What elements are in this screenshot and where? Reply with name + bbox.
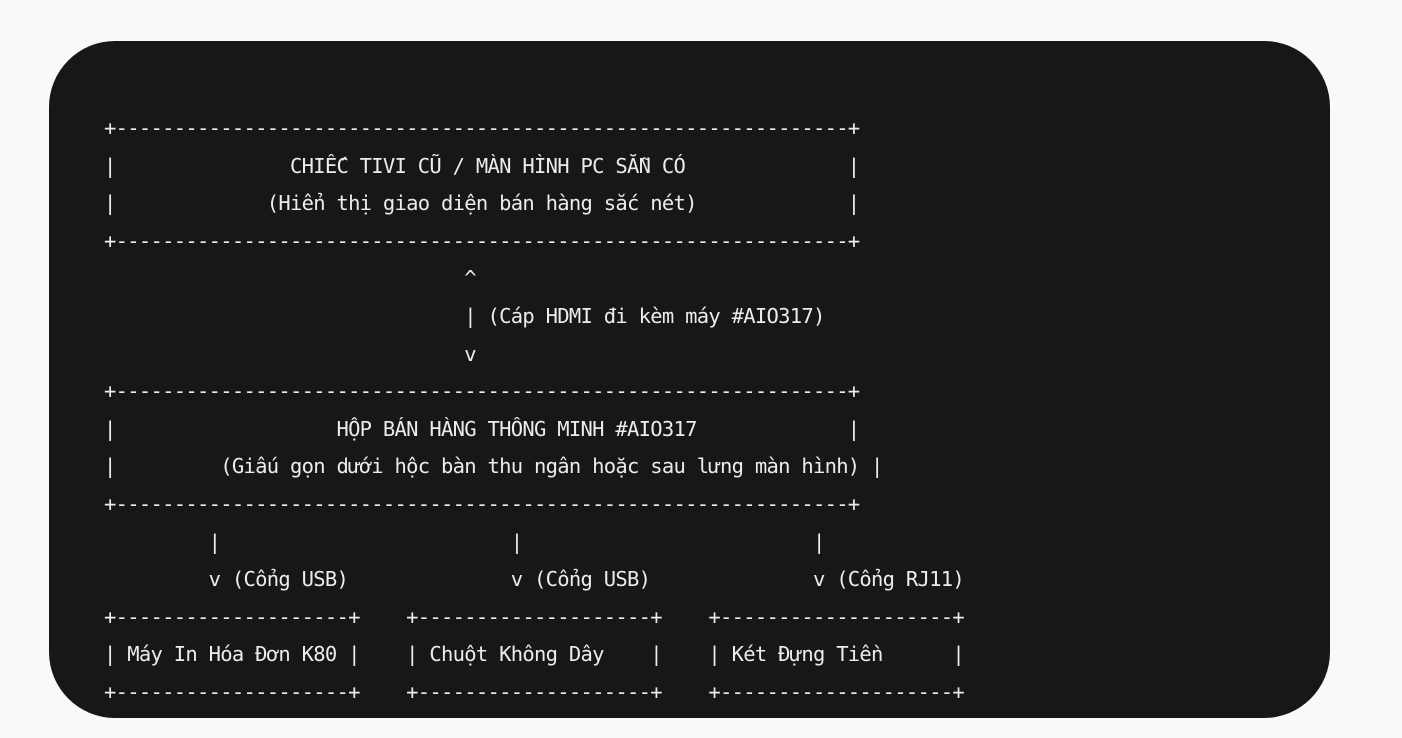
peripheral-connectors: | | |	[104, 529, 826, 554]
pos-box-top-border: +---------------------------------------…	[104, 379, 860, 404]
tv-box-top-border: +---------------------------------------…	[104, 116, 860, 140]
peripheral-boxes-bottom-border: +--------------------+ +----------------…	[104, 679, 965, 704]
pos-box-bottom-border: +---------------------------------------…	[104, 491, 860, 516]
hdmi-arrow-up: ^	[104, 266, 476, 291]
code-block-panel	[49, 41, 1330, 718]
hdmi-connection-label: | (Cáp HDMI đi kèm máy #AIO317)	[104, 303, 825, 328]
peripheral-boxes-top-border: +--------------------+ +----------------…	[104, 604, 965, 629]
pos-box-title: | HỘP BÁN HÀNG THÔNG MINH #AIO317 |	[104, 416, 860, 441]
tv-box-bottom-border: +---------------------------------------…	[104, 228, 860, 253]
pos-box-subtitle: | (Giấu gọn dưới hộc bàn thu ngân hoặc s…	[104, 454, 883, 479]
hardware-connection-diagram: +---------------------------------------…	[104, 110, 965, 712]
tv-box-subtitle: | (Hiển thị giao diện bán hàng sắc nét) …	[104, 191, 860, 216]
peripheral-port-labels: v (Cổng USB) v (Cổng USB) v (Cổng RJ11)	[104, 567, 965, 592]
tv-box-title: | CHIẾC TIVI CŨ / MÀN HÌNH PC SẴN CÓ |	[104, 153, 860, 178]
peripheral-device-names: | Máy In Hóa Đơn K80 | | Chuột Không Dây…	[104, 642, 965, 667]
hdmi-arrow-down: v	[104, 341, 476, 366]
